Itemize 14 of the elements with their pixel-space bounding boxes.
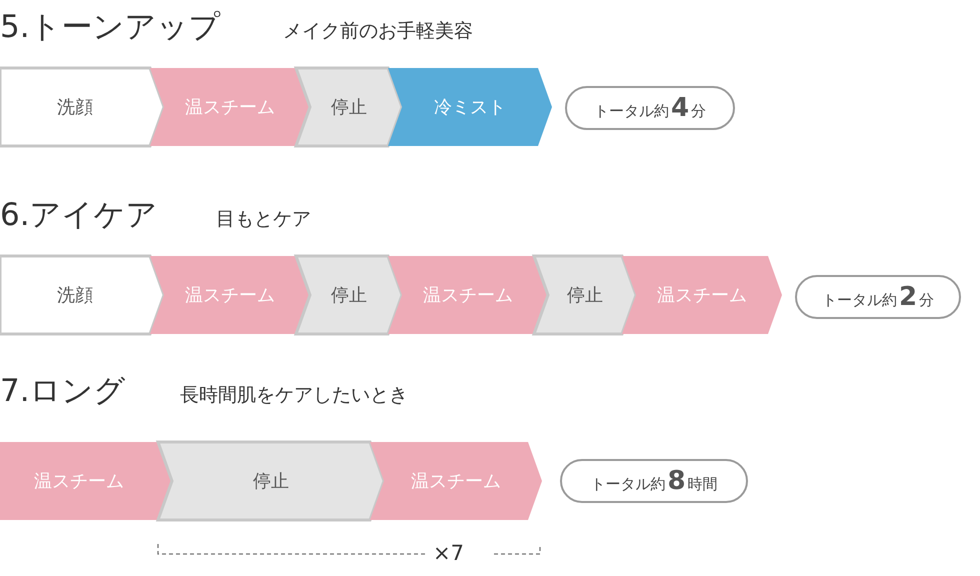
step-label: 温スチーム (411, 470, 501, 493)
section-heading: 7.ロング (0, 372, 126, 411)
step-label: 洗顔 (57, 96, 93, 119)
step-label: 停止 (253, 470, 289, 493)
step-label: 温スチーム (34, 470, 124, 493)
repeat-count: ×7 (433, 541, 464, 565)
section-heading: 6.アイケア (0, 196, 158, 235)
section-subtitle: メイク前のお手軽美容 (283, 19, 473, 44)
section-subtitle: 長時間肌をケアしたいとき (180, 383, 408, 408)
step-label: 洗顔 (57, 284, 93, 307)
step-label: 温スチーム (657, 284, 747, 307)
step-label: 冷ミスト (434, 96, 506, 119)
section-heading: 5.トーンアップ (0, 8, 221, 47)
section-subtitle: 目もとケア (216, 207, 311, 232)
